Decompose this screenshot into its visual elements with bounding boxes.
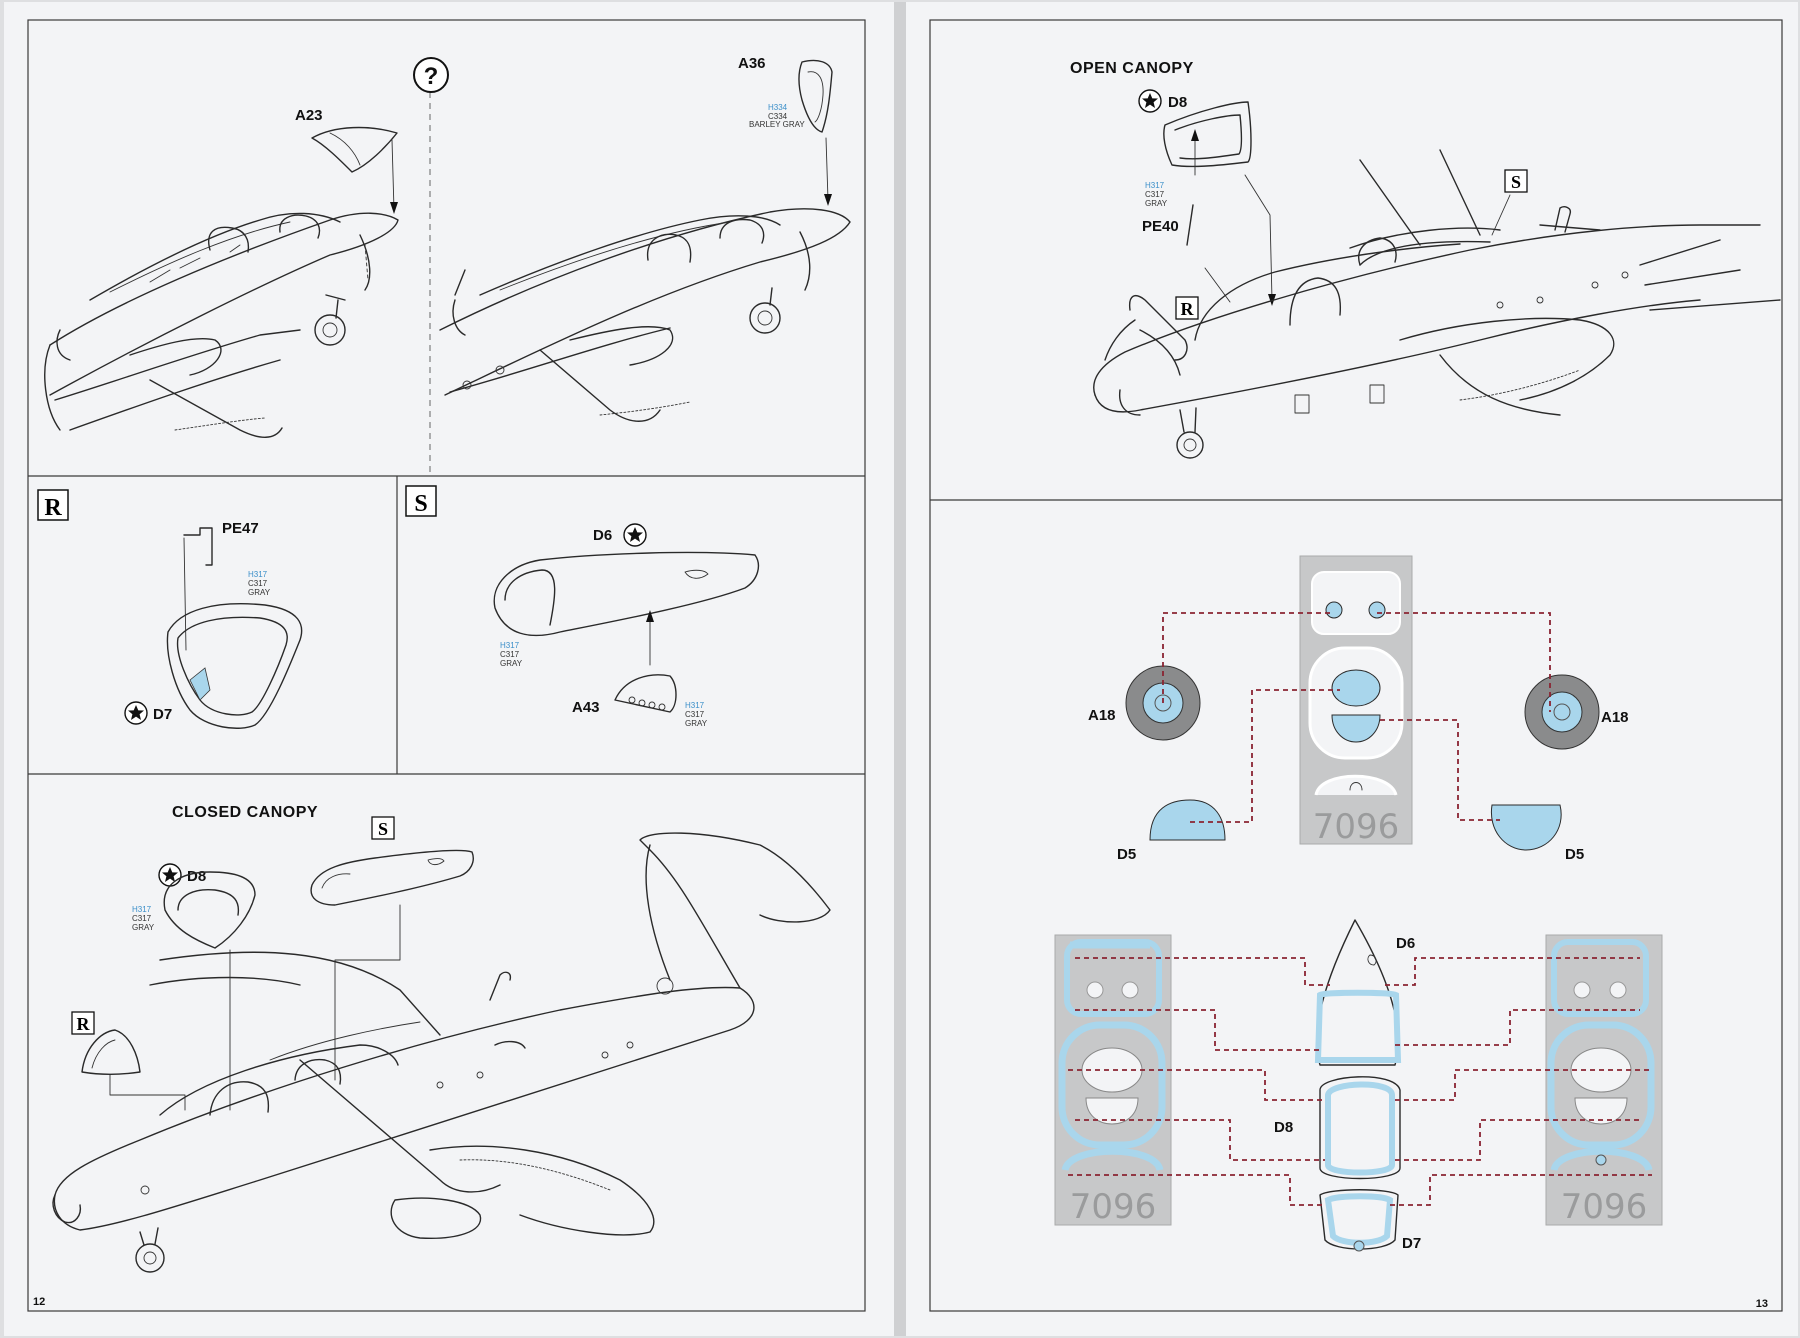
label-d7-mask: D7 xyxy=(1402,1235,1421,1252)
canopy-part-a23: A23 xyxy=(295,107,398,214)
black-star-in-circle-icon xyxy=(158,863,182,887)
canopy-part-a36: A36 H334 C334 BARLEY GRAY xyxy=(738,55,833,206)
label-a23: A23 xyxy=(295,107,323,124)
left-page-frame xyxy=(27,19,866,1312)
page-gutter xyxy=(894,2,906,1336)
label-d8-closed: D8 xyxy=(187,868,206,885)
closed-canopy-title: CLOSED CANOPY xyxy=(172,804,318,821)
label-a36: A36 xyxy=(738,55,766,72)
label-pe40: PE40 xyxy=(1142,218,1179,235)
paint-c-d6: C317 xyxy=(500,650,520,659)
label-d5-right: D5 xyxy=(1565,846,1584,863)
label-a43: A43 xyxy=(572,699,600,716)
left-page xyxy=(4,2,894,1336)
option-s-panel: S D6 A43 H317 C317 GRAY H317 C317 GRAY xyxy=(405,485,760,728)
badge-s-closed xyxy=(371,816,395,840)
badge-r-open-text: R xyxy=(1181,299,1195,319)
black-star-in-circle-icon xyxy=(1138,89,1162,113)
open-canopy-title: OPEN CANOPY xyxy=(1070,60,1194,77)
paint-callout-a43: H317 C317 GRAY xyxy=(685,701,708,728)
right-page-frame xyxy=(929,19,1783,1312)
option-r-panel: R PE47 H317 C317 GRAY D7 xyxy=(37,489,303,729)
label-a18-right: A18 xyxy=(1601,709,1629,726)
badge-s-open xyxy=(1504,169,1528,193)
paint-h-d8-closed: H317 xyxy=(132,905,152,914)
canopy-mask-d8: D8 xyxy=(1274,1076,1401,1180)
mask-sheet-lower-right: 7096 xyxy=(1545,934,1663,1227)
paint-h-a36: H334 xyxy=(768,103,788,112)
paint-h-d6: H317 xyxy=(500,641,520,650)
paint-callout-d7: H317 C317 GRAY xyxy=(248,570,271,597)
canopy-mask-d6: D6 xyxy=(1314,919,1415,1066)
badge-r-text: R xyxy=(44,495,62,521)
aircraft-sketch-top-right xyxy=(439,208,851,422)
badge-s-closed-text: S xyxy=(378,819,388,839)
option-marker: ? xyxy=(413,57,449,93)
question-mark-circle-icon xyxy=(413,57,449,93)
label-d6-mask: D6 xyxy=(1396,935,1415,952)
black-star-in-circle-icon xyxy=(623,523,647,547)
wheel-a18-right xyxy=(1524,674,1600,750)
badge-r-closed xyxy=(71,1011,95,1035)
paint-h-d8-open: H317 xyxy=(1145,181,1165,190)
badge-s-text: S xyxy=(414,491,427,517)
label-d8-mask: D8 xyxy=(1274,1119,1293,1136)
paint-callout-d8-closed: H317 C317 GRAY xyxy=(132,905,155,932)
mask-code-upper: 7096 xyxy=(1313,807,1400,847)
label-d8-open: D8 xyxy=(1168,94,1187,111)
closed-canopy-panel: CLOSED CANOPY S R D8 H317 C317 GRAY xyxy=(52,804,831,1273)
label-d6: D6 xyxy=(593,527,612,544)
paint-name-a36: BARLEY GRAY xyxy=(749,120,805,129)
label-d7: D7 xyxy=(153,706,172,723)
paint-name-d7: GRAY xyxy=(248,588,271,597)
paint-name-d8-open: GRAY xyxy=(1145,199,1168,208)
canopy-mask-d7: D7 xyxy=(1319,1189,1421,1252)
badge-r xyxy=(37,489,69,521)
black-star-in-circle-icon xyxy=(124,701,148,725)
mask-sheet-lower-left: 7096 xyxy=(1054,934,1172,1227)
aircraft-sketch-top-left xyxy=(44,212,399,438)
mask-panel: 7096 A18 A18 D5 D5 xyxy=(1054,555,1663,1252)
page-number-left: 12 xyxy=(33,1296,45,1308)
paint-c-d8-closed: C317 xyxy=(132,914,152,923)
paint-callout-d6: H317 C317 GRAY xyxy=(500,641,523,668)
paint-c-a43: C317 xyxy=(685,710,705,719)
paint-c-d8-open: C317 xyxy=(1145,190,1165,199)
open-canopy-panel: OPEN CANOPY D8 PE40 H317 C317 GRAY R S xyxy=(1070,60,1781,459)
paint-name-d8-closed: GRAY xyxy=(132,923,155,932)
badge-s xyxy=(405,485,437,517)
paint-h-a43: H317 xyxy=(685,701,705,710)
label-a18-left: A18 xyxy=(1088,707,1116,724)
page-number-right: 13 xyxy=(1756,1298,1768,1310)
paint-callout-d8-open: H317 C317 GRAY xyxy=(1145,181,1168,208)
badge-r-closed-text: R xyxy=(77,1014,91,1034)
label-d5-left: D5 xyxy=(1117,846,1136,863)
paint-h-d7: H317 xyxy=(248,570,268,579)
mask-code-lower-right: 7096 xyxy=(1561,1187,1648,1227)
option-marker-text: ? xyxy=(424,63,439,90)
lens-d5-right xyxy=(1490,804,1562,851)
badge-r-open xyxy=(1175,296,1199,320)
paint-name-a43: GRAY xyxy=(685,719,708,728)
paint-name-d6: GRAY xyxy=(500,659,523,668)
label-pe47: PE47 xyxy=(222,520,259,537)
paint-c-d7: C317 xyxy=(248,579,268,588)
paint-callout-a36: H334 C334 BARLEY GRAY xyxy=(749,103,805,129)
badge-s-open-text: S xyxy=(1511,172,1521,192)
mask-code-lower-left: 7096 xyxy=(1070,1187,1157,1227)
mask-sheet-upper: 7096 xyxy=(1299,555,1413,847)
lens-d5-left xyxy=(1149,799,1226,841)
paint-c-a36: C334 xyxy=(768,112,788,121)
